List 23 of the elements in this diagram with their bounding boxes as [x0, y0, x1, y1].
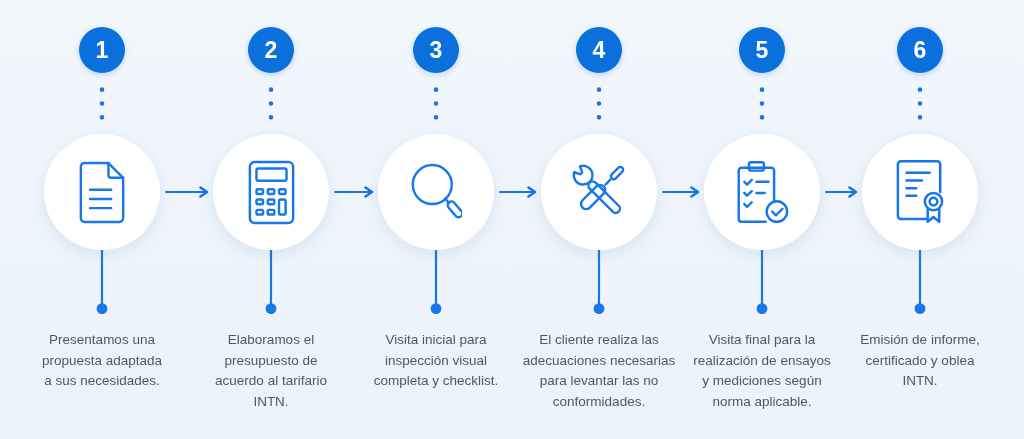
dot-end-line	[96, 250, 108, 314]
step-description: Emisión de informe, certificado y oblea INTN.	[857, 314, 983, 392]
dot-end-line	[430, 250, 442, 314]
arrow	[824, 186, 858, 198]
step-description: Presentamos una propuesta adaptada a sus necesidades.	[37, 314, 167, 392]
step-number-badge: 6	[897, 27, 943, 73]
arrow	[164, 186, 209, 198]
step-number-badge: 3	[413, 27, 459, 73]
step-number-badge: 4	[576, 27, 622, 73]
dot-end-line	[914, 250, 926, 314]
step-description: El cliente realiza las adecuaciones necesarias para levantar las no conformidades.	[522, 314, 676, 412]
arrow	[498, 186, 537, 198]
step-description: Visita final para la realización de ensayos y mediciones según norma aplicable.	[691, 314, 833, 412]
step-number-badge: 1	[79, 27, 125, 73]
step-number-badge: 2	[248, 27, 294, 73]
dot-end-line	[756, 250, 768, 314]
step-number-badge: 5	[739, 27, 785, 73]
step-description: Elaboramos el presupuesto de acuerdo al tarifario INTN.	[211, 314, 331, 412]
dot-end-line	[265, 250, 277, 314]
dot-end-line	[593, 250, 605, 314]
arrow	[333, 186, 374, 198]
step-description: Visita inicial para inspección visual completa y checklist.	[369, 314, 503, 392]
arrow	[661, 186, 700, 198]
